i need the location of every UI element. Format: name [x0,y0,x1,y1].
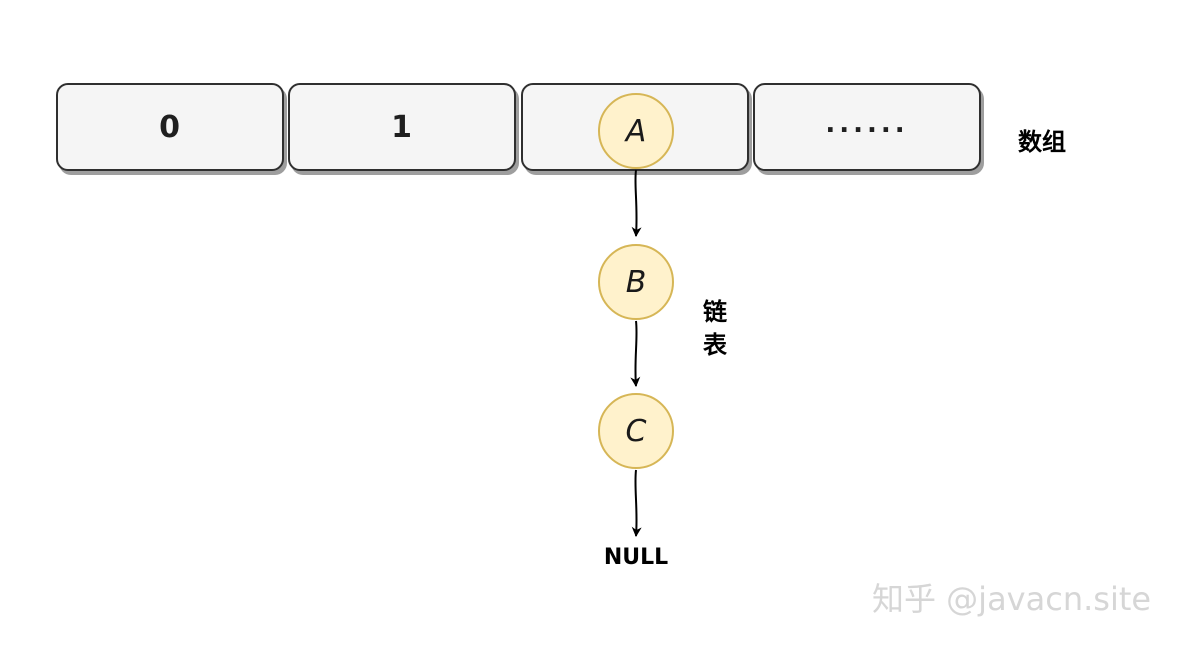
arrow-a-to-b [631,169,642,237]
linked-list-label: 链表 [703,298,727,359]
array-cell-label: 0 [159,109,181,145]
list-node-c: C [598,393,674,469]
array-cell-3: ...... [753,83,981,171]
array-cell-label: 1 [391,109,413,145]
list-node-b: B [598,244,674,320]
array-cell-1: 1 [288,83,516,171]
array-cell-0: 0 [56,83,284,171]
arrow-b-to-c [630,320,641,387]
list-node-a: A [598,93,674,169]
arrow-c-to-null [631,469,642,537]
null-terminal: NULL [603,545,669,570]
array-label: 数组 [1018,128,1066,156]
watermark: 知乎 @javacn.site [872,580,1152,618]
array-cell-label: ...... [825,109,909,139]
